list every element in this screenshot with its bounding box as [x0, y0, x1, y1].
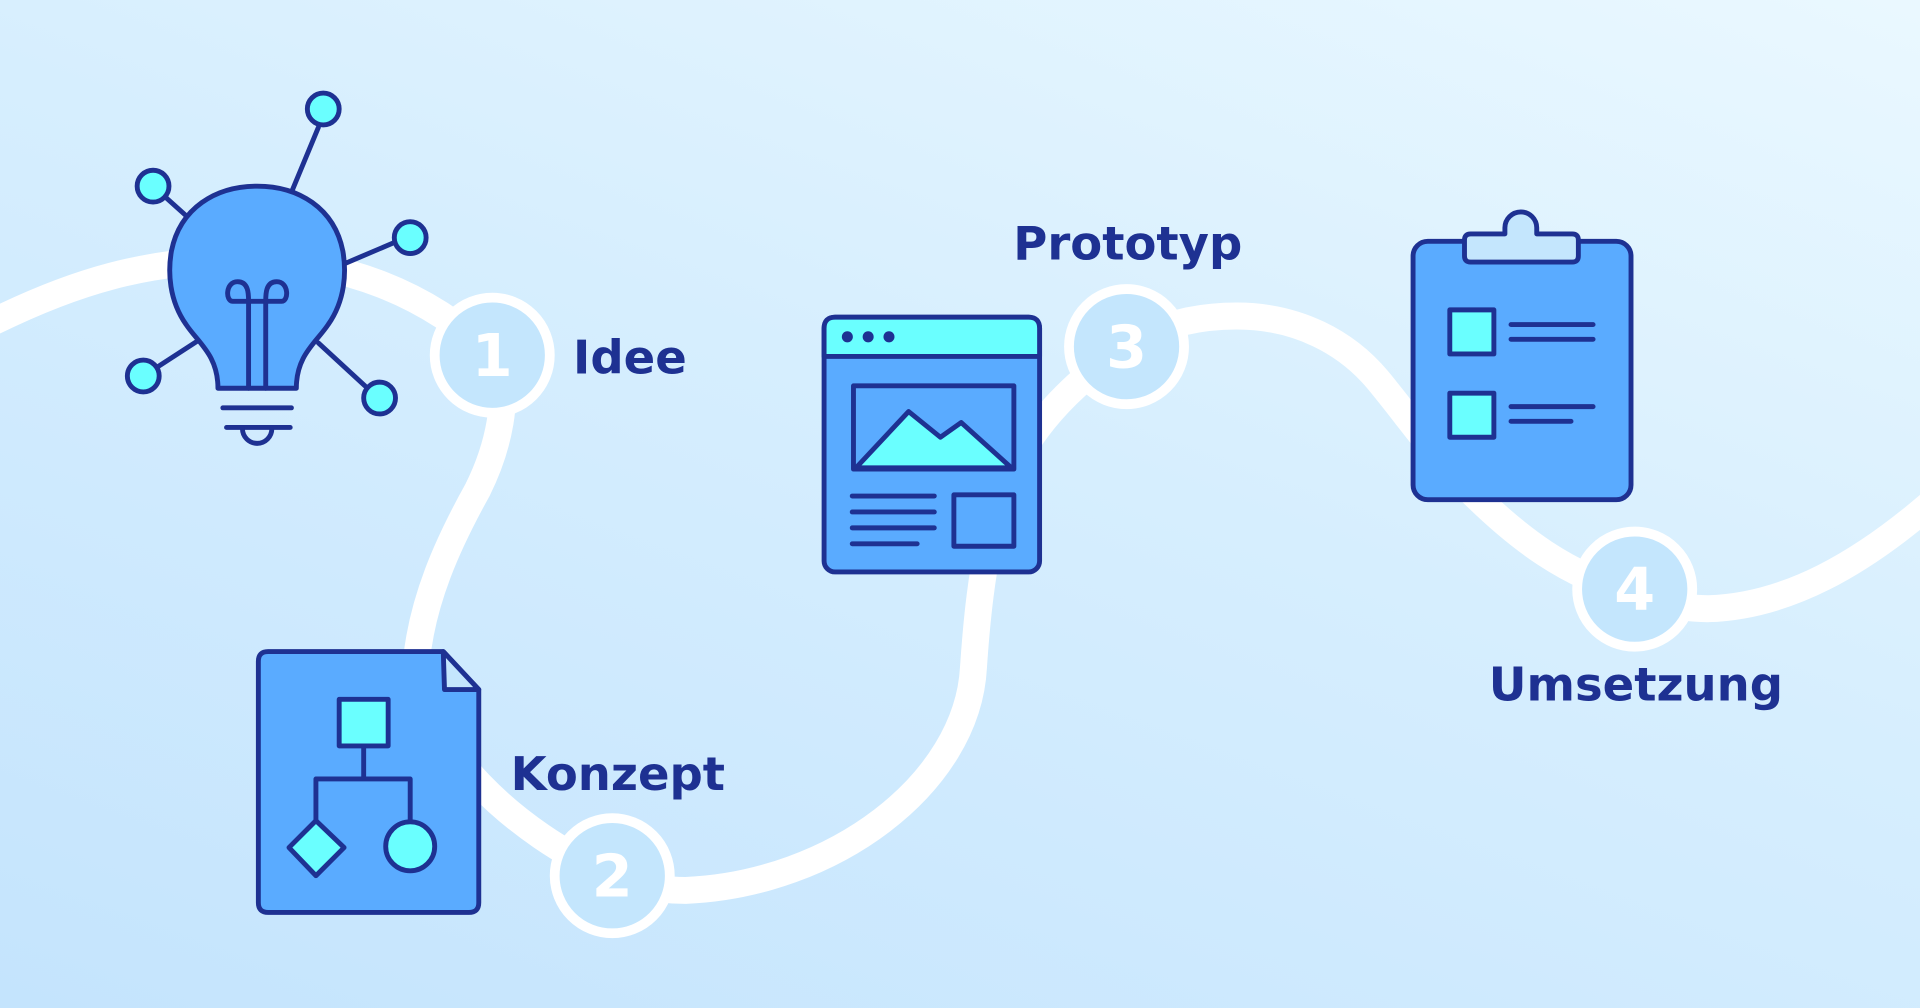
step-1: 1 Idee	[429, 292, 687, 418]
step-4-label: Umsetzung	[1489, 658, 1783, 712]
step-1-marker	[429, 292, 555, 418]
step-4-number: 4	[1614, 555, 1655, 624]
step-2-label: Konzept	[511, 747, 725, 801]
step-1-label: Idee	[573, 331, 687, 385]
step-4-marker	[1572, 526, 1698, 652]
step-3-marker	[1064, 284, 1189, 410]
document-flowchart-icon	[255, 649, 482, 915]
step-4: 4 Umsetzung	[1489, 526, 1783, 712]
step-3-number: 3	[1106, 312, 1147, 381]
step-2: 2 Konzept	[511, 747, 725, 939]
step-3-label: Prototyp	[1013, 217, 1242, 271]
step-2-number: 2	[592, 842, 633, 911]
step-1-number: 1	[472, 321, 513, 390]
step-3: 3 Prototyp	[1013, 217, 1242, 410]
browser-window-icon	[821, 314, 1043, 575]
step-2-marker	[549, 813, 675, 939]
lightbulb-icon	[124, 90, 429, 446]
clipboard-checklist-icon	[1410, 209, 1634, 503]
